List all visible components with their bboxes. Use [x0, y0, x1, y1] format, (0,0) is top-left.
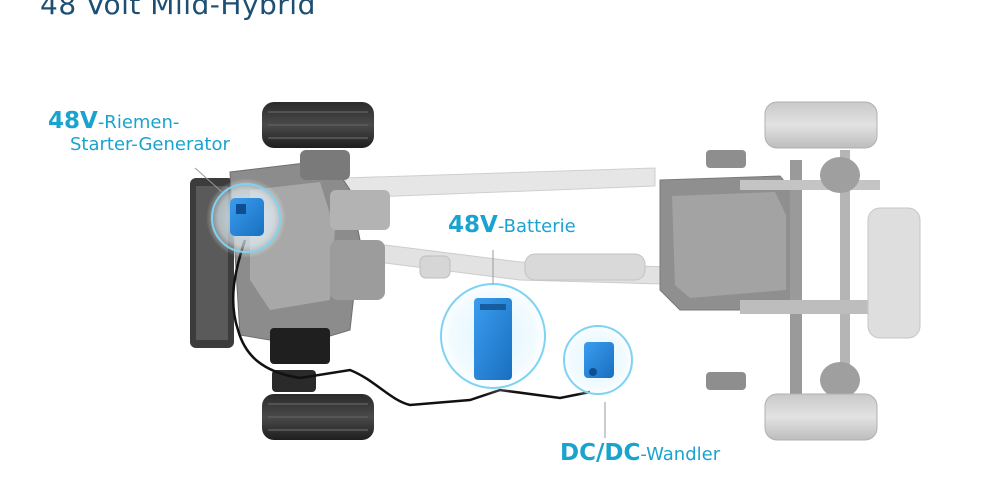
rear-right-tire	[764, 393, 878, 441]
label-belt-starter-generator: 48V-Riemen- Starter-Generator	[48, 108, 230, 155]
dcdc-converter	[558, 320, 638, 400]
rear-left-tire	[764, 101, 878, 149]
label-dcdc-bold: DC/DC	[560, 440, 641, 466]
page-title: 48 Volt Mild-Hybrid	[40, 0, 316, 21]
48v-battery	[433, 276, 553, 396]
label-dcdc-text: -Wandler	[640, 444, 721, 465]
label-rsg-bold: 48V	[48, 108, 98, 134]
label-battery-bold: 48V	[448, 212, 498, 238]
label-rsg-text: -Riemen-	[97, 112, 180, 133]
label-48v-battery: 48V-Batterie	[448, 212, 576, 238]
label-rsg-line2: Starter-Generator	[70, 134, 230, 155]
front-engine-assembly	[190, 102, 390, 440]
label-battery-text: -Batterie	[497, 216, 576, 237]
rear-axle-assembly	[344, 101, 921, 441]
belt-starter-generator	[206, 178, 286, 258]
wiring-harness	[231, 239, 591, 407]
leader-lines	[194, 167, 606, 438]
label-dcdc-converter: DC/DC-Wandler	[560, 440, 720, 466]
